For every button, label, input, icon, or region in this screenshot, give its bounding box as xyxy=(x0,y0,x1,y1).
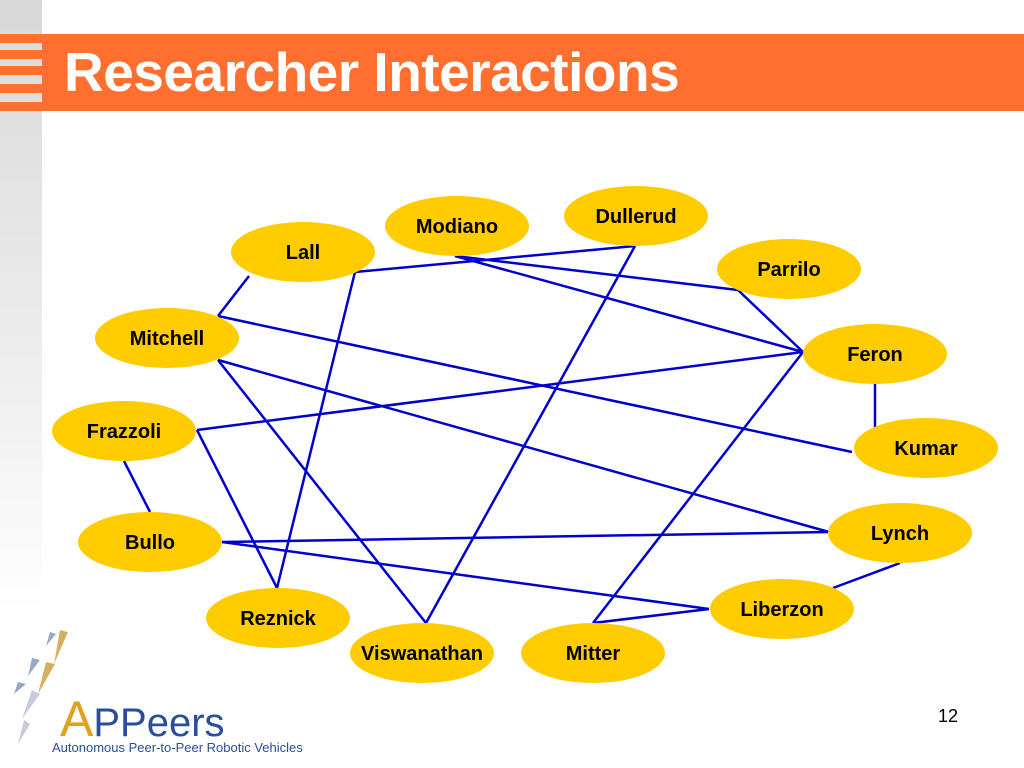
node-ellipse xyxy=(564,186,708,246)
node-ellipse xyxy=(385,196,529,256)
slide-title: Researcher Interactions xyxy=(64,41,680,103)
node-ellipse xyxy=(231,222,375,282)
edge-modiano-feron xyxy=(454,254,804,354)
decor-stripe xyxy=(0,84,42,93)
node-lall: Lall xyxy=(231,222,375,282)
logo-initial: A xyxy=(60,691,94,747)
node-label: Frazzoli xyxy=(87,421,161,443)
node-label: Feron xyxy=(847,344,903,366)
node-mitchell: Mitchell xyxy=(95,308,239,368)
node-ellipse xyxy=(710,579,854,639)
node-label: Modiano xyxy=(416,216,498,238)
node-mitter: Mitter xyxy=(521,623,665,683)
edge-dullerud-viswanathan xyxy=(424,245,637,624)
node-ellipse xyxy=(803,324,947,384)
left-decor-strip xyxy=(0,0,42,610)
logo-tagline: Autonomous Peer-to-Peer Robotic Vehicles xyxy=(52,740,303,755)
edge-lall-mitchell xyxy=(217,275,250,317)
node-layer: Modiano DullerudLallParriloMitchellFeronF… xyxy=(52,186,998,683)
decor-stripe xyxy=(0,50,42,59)
node-lynch: Lynch xyxy=(828,503,972,563)
node-ellipse xyxy=(828,503,972,563)
node-parrilo: Parrilo xyxy=(717,239,861,299)
edge-lall-dullerud xyxy=(354,244,636,274)
node-label: Kumar xyxy=(894,438,958,460)
page-number: 12 xyxy=(938,706,959,726)
node-label: Lall xyxy=(286,242,320,264)
node-frazzoli: Frazzoli xyxy=(52,401,196,461)
bird-flock-icon xyxy=(10,624,70,759)
node-label: Liberzon xyxy=(740,599,823,621)
node-reznick: Reznick xyxy=(206,588,350,648)
node-label: Viswanathan xyxy=(361,643,483,665)
node-ellipse xyxy=(854,418,998,478)
node-label: Dullerud xyxy=(595,206,676,228)
node-ellipse xyxy=(350,623,494,683)
logo-wordmark: APPeers xyxy=(60,690,225,748)
edge-modiano-parrilo xyxy=(454,254,739,292)
node-ellipse xyxy=(521,623,665,683)
logo-name-rest: PPeers xyxy=(93,701,225,745)
node-label: Bullo xyxy=(125,532,175,554)
edge-bullo-lynch xyxy=(221,530,830,544)
edge-bullo-liberzon xyxy=(221,540,710,611)
node-label: Mitter xyxy=(566,643,621,665)
node-liberzon: Liberzon xyxy=(710,579,854,639)
node-bullo: Bullo xyxy=(78,512,222,572)
node-ellipse xyxy=(78,512,222,572)
edge-lall-reznick xyxy=(275,271,357,589)
edge-mitchell-viswanathan xyxy=(217,359,427,624)
node-kumar: Kumar xyxy=(854,418,998,478)
edge-frazzoli-feron xyxy=(196,350,804,432)
edge-feron-mitter xyxy=(592,351,804,624)
edge-frazzoli-reznick xyxy=(195,429,279,589)
node-ellipse xyxy=(52,401,196,461)
node-dullerud: Dullerud xyxy=(564,186,708,246)
edge-lynch-liberzon xyxy=(832,561,901,590)
node-ellipse xyxy=(206,588,350,648)
title-bar xyxy=(42,34,1024,111)
edge-layer xyxy=(122,244,901,625)
node-label: Mitchell xyxy=(130,328,204,350)
node-label: Lynch xyxy=(871,523,929,545)
edge-frazzoli-bullo xyxy=(122,460,152,513)
edge-mitchell-kumar xyxy=(217,314,853,454)
node-label: Parrilo xyxy=(757,259,820,281)
decor-stripe xyxy=(0,66,42,75)
node-label: Reznick xyxy=(240,608,316,630)
decor-stripe xyxy=(0,34,42,43)
decor-stripe xyxy=(0,102,42,111)
node-ellipse xyxy=(717,239,861,299)
edge-parrilo-feron xyxy=(737,289,804,353)
edge-liberzon-mitter xyxy=(592,607,710,625)
node-ellipse xyxy=(95,308,239,368)
node-feron: Feron xyxy=(803,324,947,384)
node-viswanathan: Viswanathan xyxy=(350,623,494,683)
node-modiano: Modiano xyxy=(385,196,529,256)
